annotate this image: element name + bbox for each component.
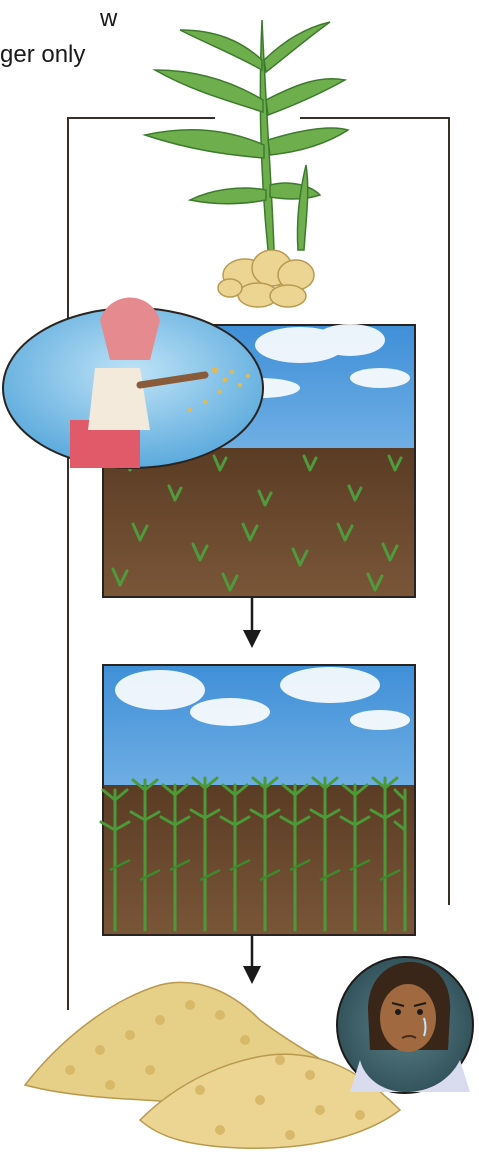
arrow-down-icon [243,936,261,984]
ginger-plant [145,20,348,307]
grown-field-panel [101,665,415,935]
farmer-sowing-bubble [3,298,263,469]
worried-farmer-bubble [337,957,473,1093]
arrow-down-icon [243,598,261,648]
